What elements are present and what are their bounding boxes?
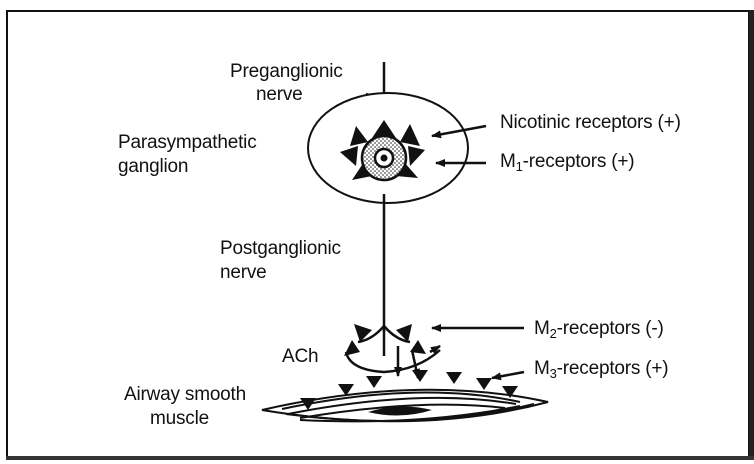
label-ganglion: Parasympathetic <box>118 132 257 154</box>
label-m3-receptors: M3-receptors (+) <box>534 358 668 380</box>
label-nicotinic-receptors: Nicotinic receptors (+) <box>500 112 681 134</box>
label-ganglion-2: ganglion <box>118 156 188 178</box>
label-m2-receptors: M2-receptors (-) <box>534 318 664 340</box>
label-airway-muscle: muscle <box>150 408 209 430</box>
arrow-m3 <box>492 372 524 378</box>
label-preganglionic: Preganglionic <box>230 61 343 83</box>
label-airway: Airway smooth <box>124 384 246 406</box>
airway-smooth-muscle <box>262 390 548 422</box>
label-postganglionic-nerve: nerve <box>220 262 267 284</box>
label-m1-receptors: M1-receptors (+) <box>500 151 634 173</box>
label-postganglionic: Postganglionic <box>220 238 341 260</box>
label-preganglionic-nerve: nerve <box>256 84 303 106</box>
label-ach: ACh <box>282 346 318 368</box>
ach-release-arrows <box>346 346 440 378</box>
ganglion-cell-nucleus <box>381 155 388 162</box>
